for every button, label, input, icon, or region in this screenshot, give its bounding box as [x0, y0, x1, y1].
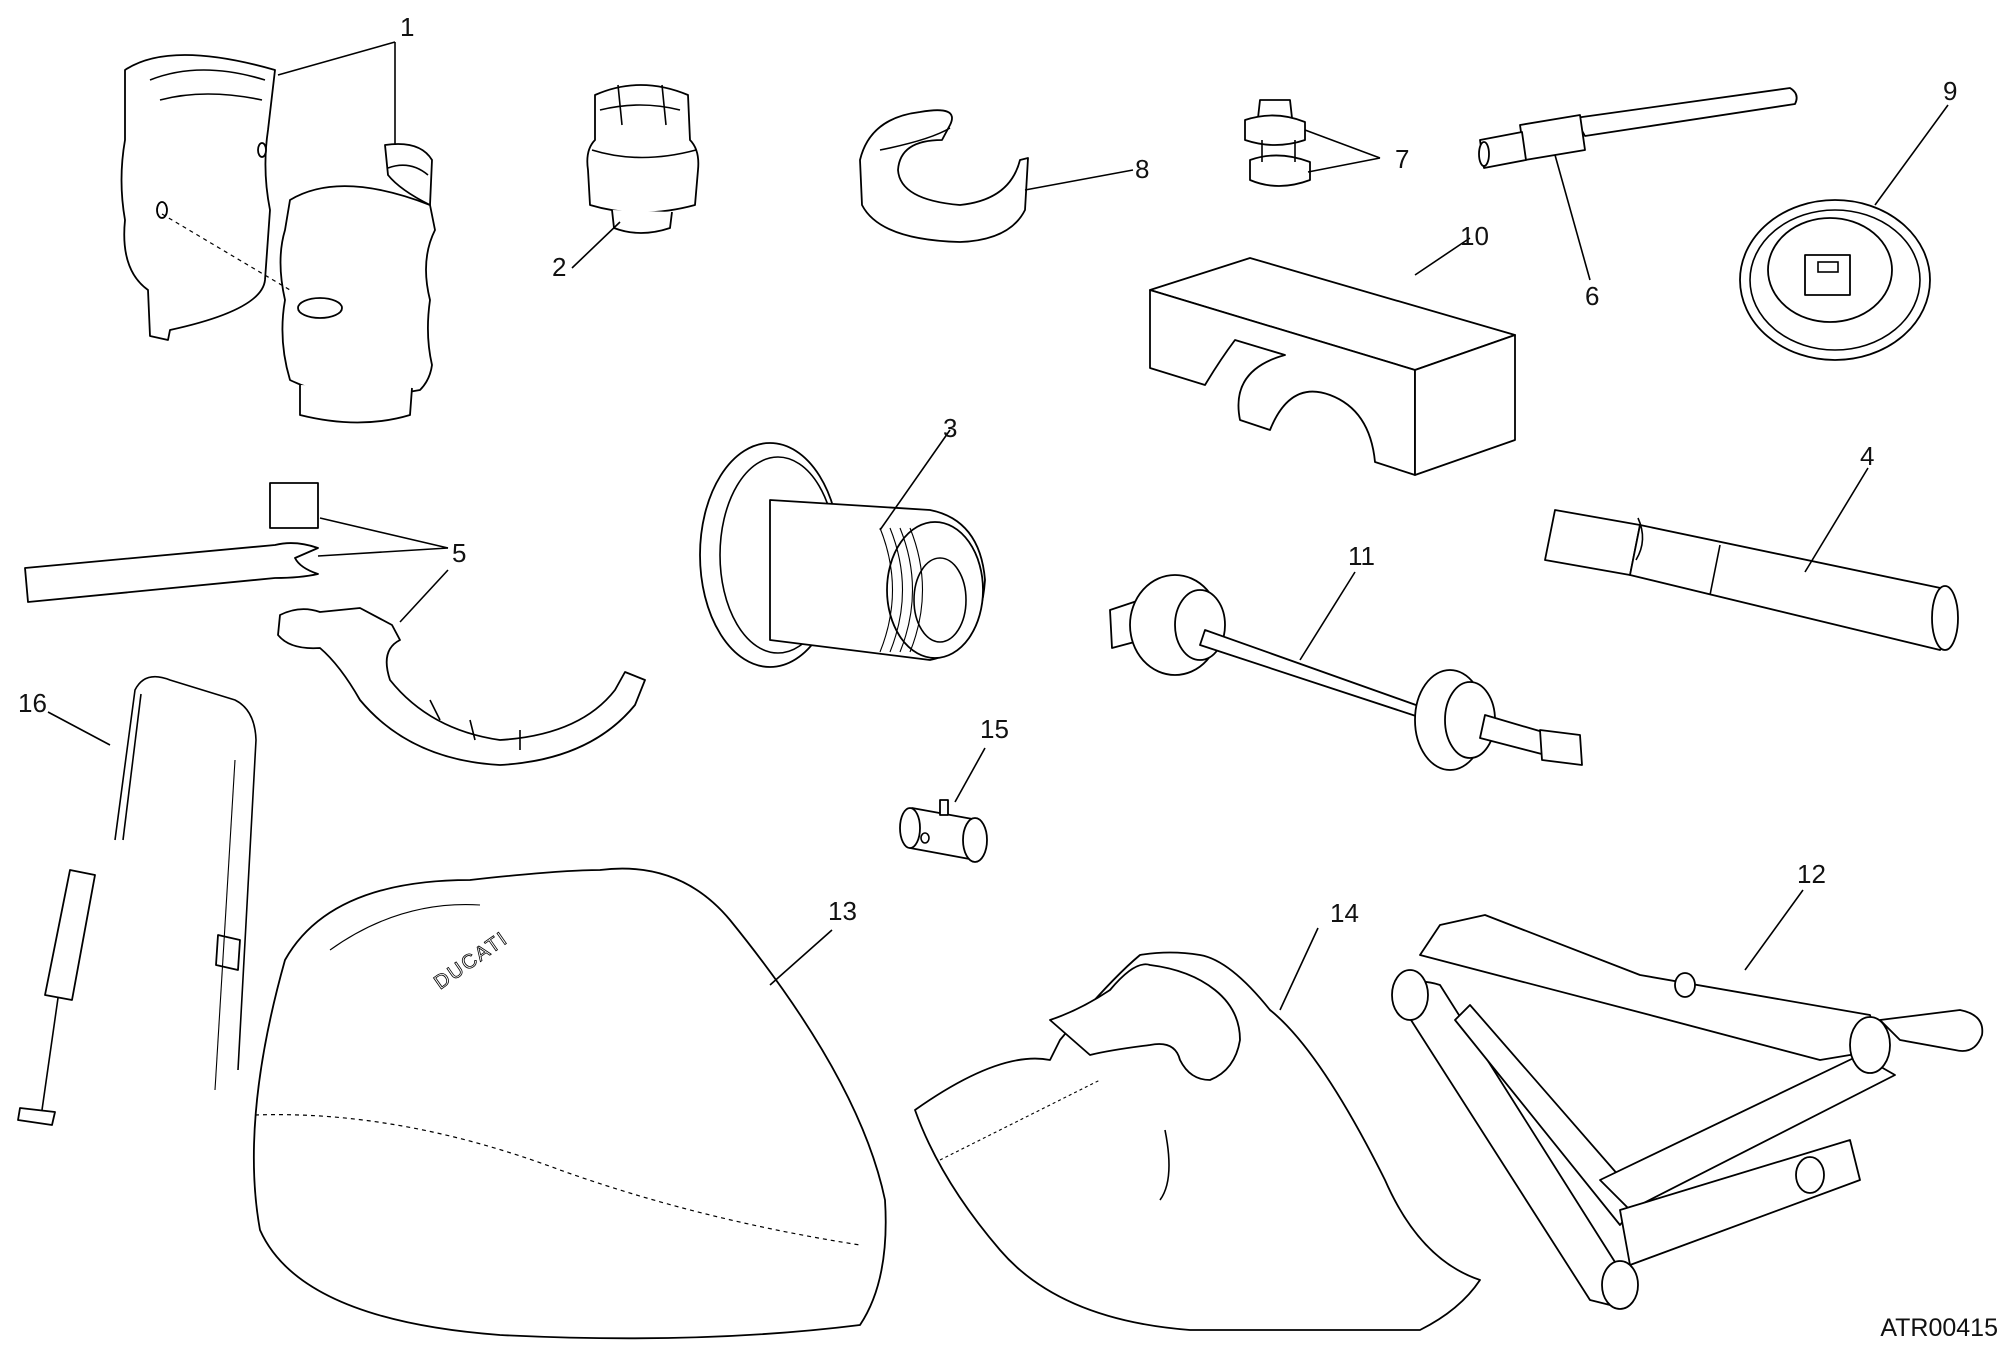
- callout-7: 7: [1395, 144, 1409, 174]
- callout-5: 5: [452, 538, 466, 568]
- callout-8: 8: [1135, 154, 1149, 184]
- part-9-nut-socket: [1739, 199, 1931, 361]
- part-16-syringe: [17, 675, 257, 1126]
- callout-11: 11: [1348, 541, 1375, 571]
- part-3-threaded-tool: [699, 442, 986, 668]
- callout-10: 10: [1460, 221, 1489, 251]
- leader-lines: [47, 41, 1949, 1011]
- part-6-rod: [1478, 87, 1798, 169]
- part-10-block: [1149, 257, 1516, 476]
- part-5-spanners: [24, 482, 646, 766]
- reference-code: ATR00415: [1880, 1314, 1998, 1342]
- callout-12: 12: [1797, 859, 1826, 889]
- callout-9: 9: [1943, 76, 1957, 106]
- part-4-drift: [1544, 509, 1959, 651]
- part-12-stand: [1391, 914, 1984, 1310]
- part-11-puller: [1109, 574, 1583, 771]
- part-1-bushing: [120, 54, 436, 424]
- part-15-bush: [899, 799, 988, 863]
- callout-2: 2: [552, 252, 566, 282]
- callout-13: 13: [828, 896, 857, 926]
- callout-6: 6: [1585, 281, 1599, 311]
- part-2-socket: [586, 84, 700, 234]
- callout-16: 16: [18, 688, 47, 718]
- part-7-fitting: [1244, 99, 1311, 187]
- part-14-cover: [914, 951, 1481, 1331]
- callout-4: 4: [1860, 441, 1874, 471]
- part-8-c-ring: [859, 109, 1029, 243]
- callout-14: 14: [1330, 898, 1359, 928]
- part-13-seat-cover: DUCATI: [252, 867, 887, 1340]
- callout-numbers: 1 2 3 4 5 6 7 8 9 10 11 12 13 14 15 16: [18, 12, 1957, 928]
- callout-1: 1: [400, 12, 414, 42]
- callout-15: 15: [980, 714, 1009, 744]
- callout-3: 3: [943, 413, 957, 443]
